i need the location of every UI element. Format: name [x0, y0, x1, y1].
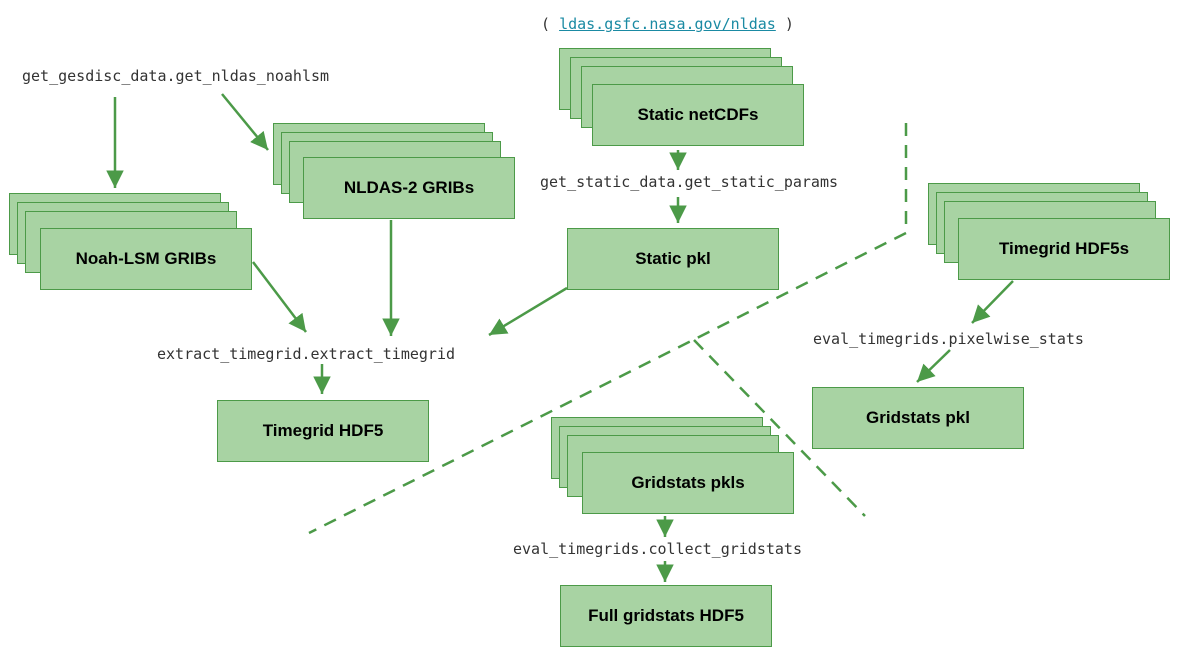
arrow-getter-to-nldas: [221, 93, 269, 151]
source-link-row: ( ldas.gsfc.nasa.gov/nldas ): [541, 15, 794, 33]
gridstats-pkl-node[interactable]: Gridstats pkl: [812, 387, 1024, 449]
gridstats-pkls-node[interactable]: Gridstats pkls: [582, 452, 794, 514]
get-static-params-function: get_static_data.get_static_params: [540, 173, 839, 191]
full-gridstats-hdf5-node[interactable]: Full gridstats HDF5: [560, 585, 772, 647]
arrow-hdf5s-to-pixelwise: [971, 280, 1014, 324]
noah-lsm-gribs-node[interactable]: Noah-LSM GRIBs: [40, 228, 252, 290]
nldas-source-link[interactable]: ldas.gsfc.nasa.gov/nldas: [559, 15, 776, 33]
nldas-gribs-node[interactable]: NLDAS-2 GRIBs: [303, 157, 515, 219]
static-netcdfs-node[interactable]: Static netCDFs: [592, 84, 804, 146]
divider-dashed-left: [308, 123, 908, 535]
pixelwise-stats-function: eval_timegrids.pixelwise_stats: [813, 330, 1084, 348]
extract-timegrid-function: extract_timegrid.extract_timegrid: [157, 345, 456, 363]
arrow-noah-to-extract: [252, 261, 307, 333]
static-pkl-node[interactable]: Static pkl: [567, 228, 779, 290]
timegrid-hdf5s-node[interactable]: Timegrid HDF5s: [958, 218, 1170, 280]
arrow-staticpkl-to-extract: [488, 286, 568, 337]
get-noahlsm-function: get_gesdisc_data.get_nldas_noahlsm: [22, 67, 330, 85]
collect-gridstats-function: eval_timegrids.collect_gridstats: [513, 540, 802, 558]
arrow-pixelwise-to-gridstats: [916, 349, 951, 383]
source-close-paren: ): [784, 15, 794, 33]
source-open-paren: (: [541, 15, 551, 33]
divider-dashed-right: [693, 339, 866, 517]
timegrid-hdf5-node[interactable]: Timegrid HDF5: [217, 400, 429, 462]
